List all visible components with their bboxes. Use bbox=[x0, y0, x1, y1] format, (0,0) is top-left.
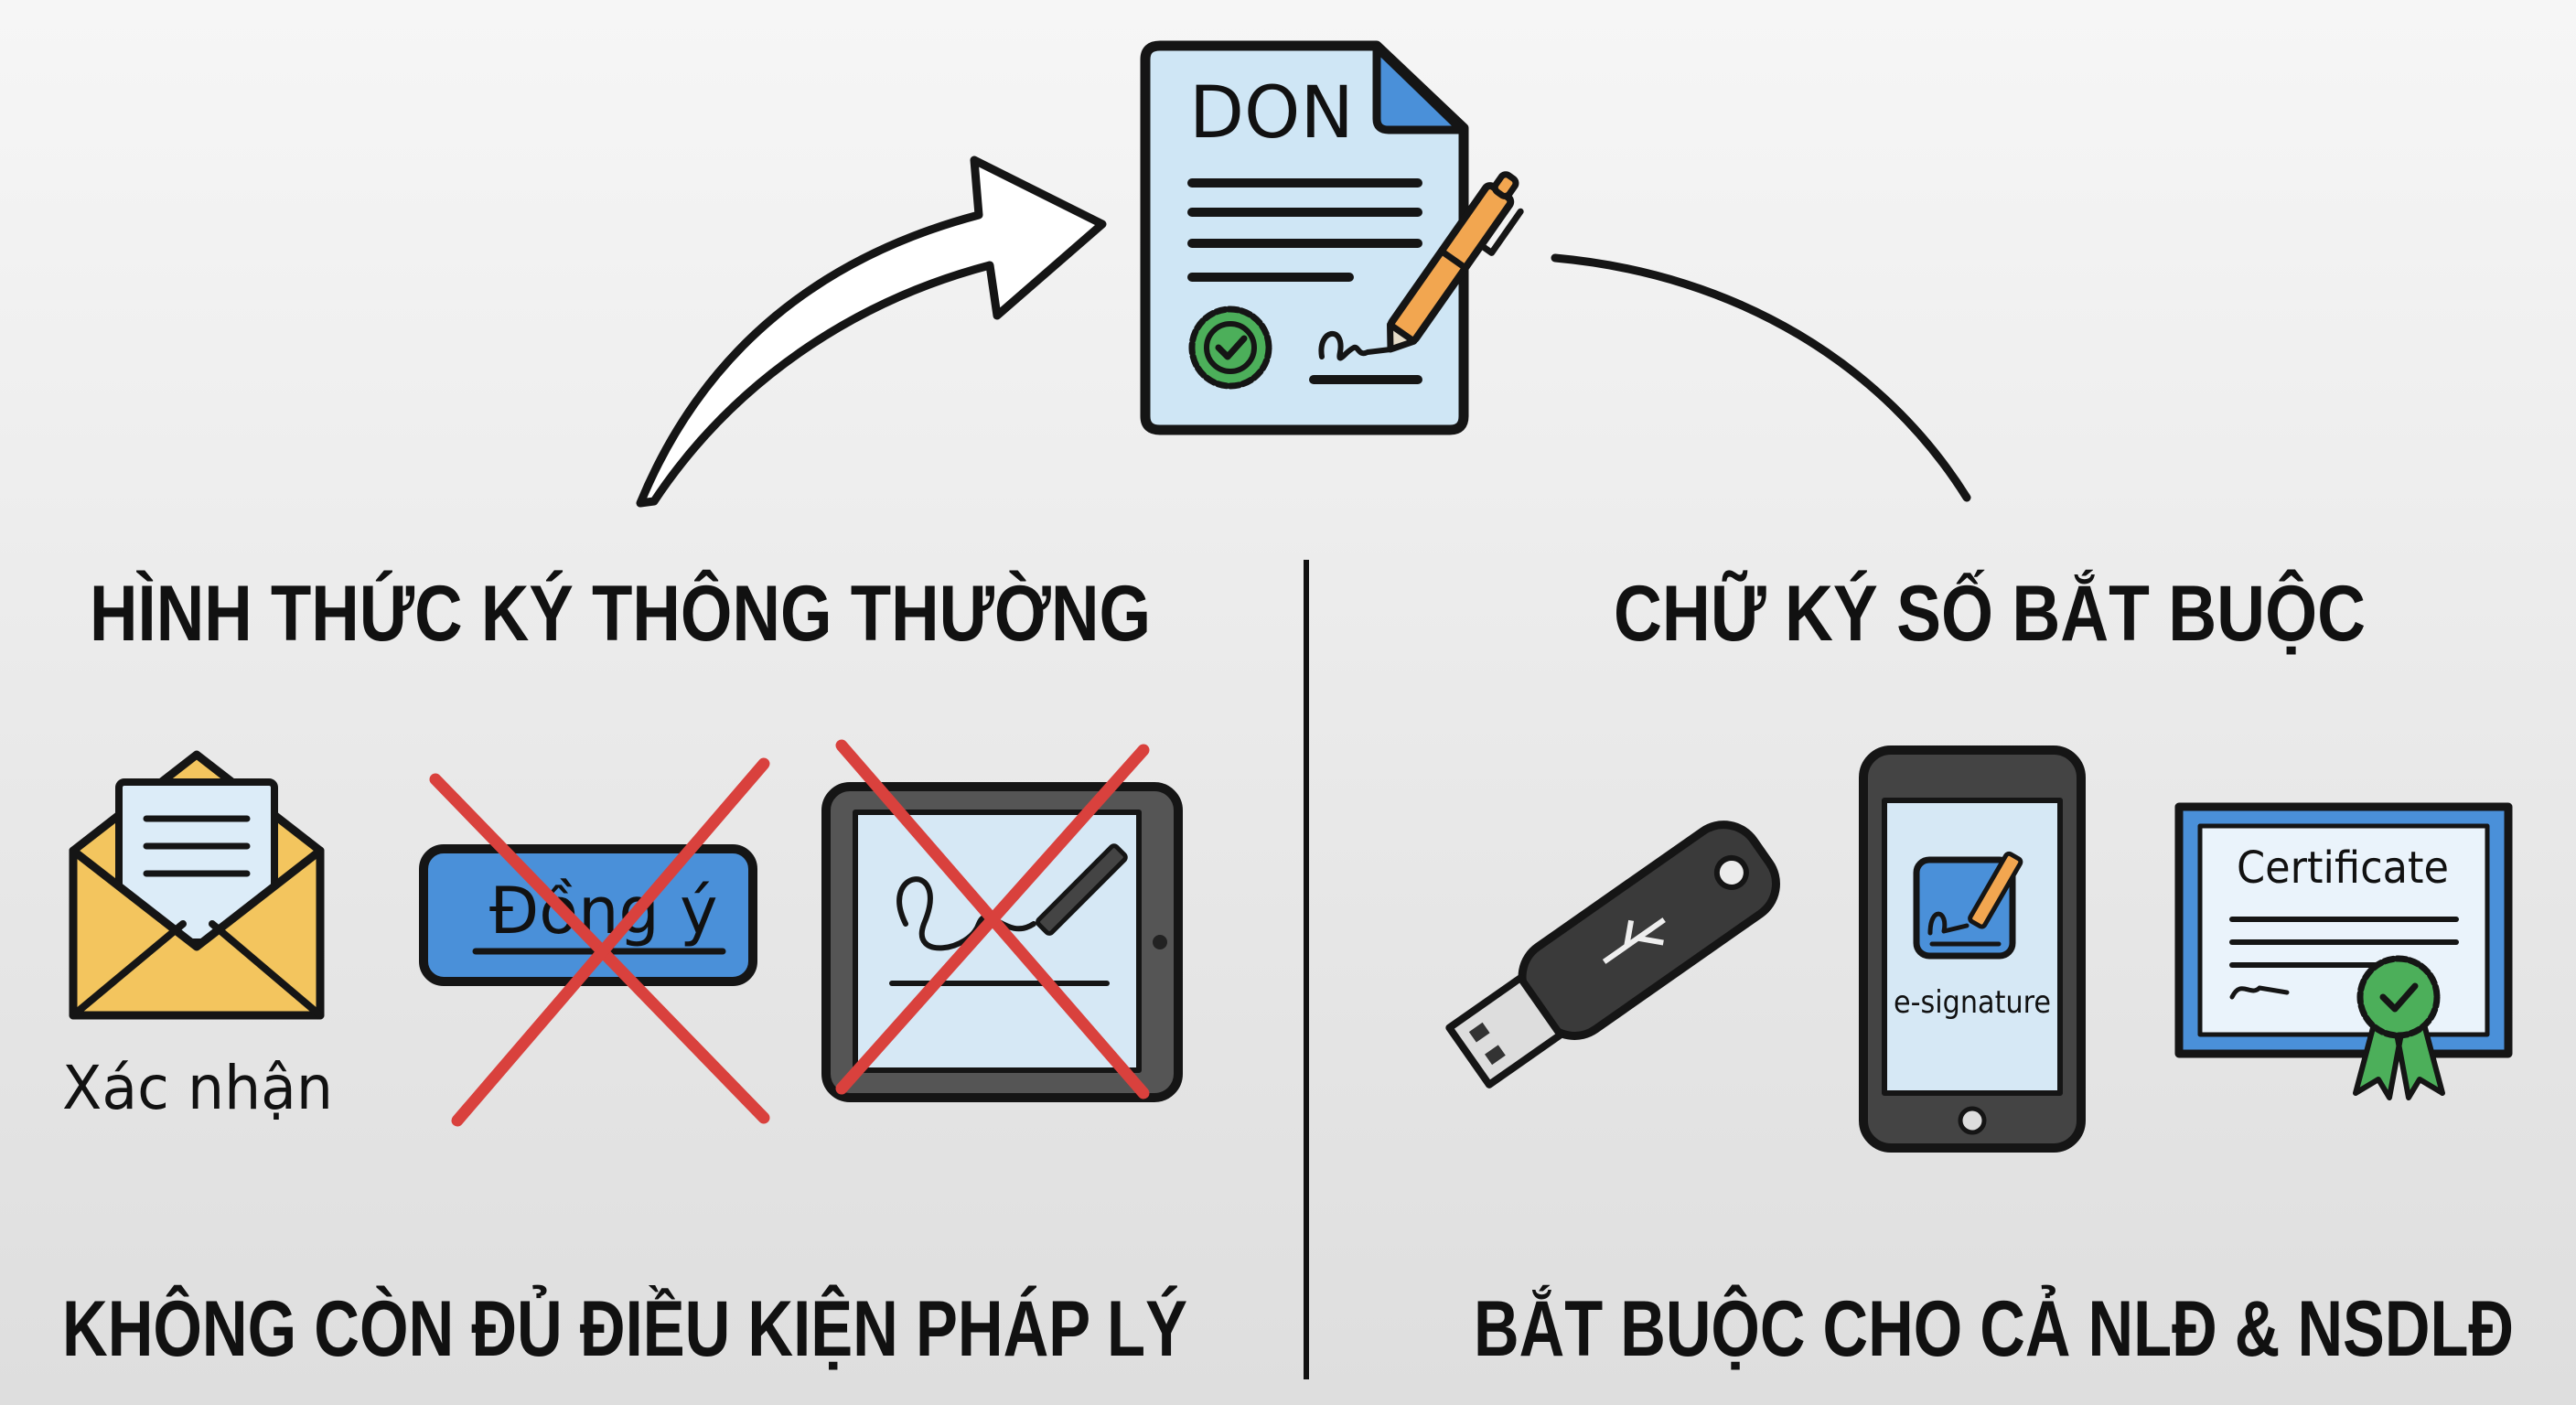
usb-token-icon bbox=[1445, 820, 1780, 1089]
envelope-icon bbox=[69, 750, 325, 1020]
document-lines bbox=[1187, 178, 1422, 384]
approval-seal-icon bbox=[1188, 306, 1272, 390]
document-title: DON bbox=[1189, 72, 1354, 155]
red-cross-icon bbox=[835, 739, 1150, 1099]
phone-esignature-icon: e-signature bbox=[1859, 745, 2086, 1153]
phone-label: e-signature bbox=[1894, 984, 2051, 1021]
left-heading: HÌNH THỨC KÝ THÔNG THƯỜNG bbox=[90, 570, 1151, 658]
envelope-label: Xác nhận bbox=[62, 1053, 333, 1123]
right-heading: CHỮ KÝ SỐ BẮT BUỘC bbox=[1614, 570, 2366, 658]
left-footer: KHÔNG CÒN ĐỦ ĐIỀU KIỆN PHÁP LÝ bbox=[62, 1285, 1187, 1373]
pen-icon bbox=[1387, 171, 1524, 353]
curved-arrow-icon bbox=[636, 156, 1107, 508]
right-footer: BẮT BUỘC CHO CẢ NLĐ & NSDLĐ bbox=[1474, 1285, 2514, 1373]
tablet-signature-crossed bbox=[821, 739, 1183, 1102]
certificate-label: Certificate bbox=[2237, 842, 2449, 894]
agree-button-crossed: Đồng ý bbox=[419, 757, 770, 1127]
red-cross-icon bbox=[429, 757, 770, 1127]
curved-line bbox=[1551, 253, 1971, 502]
signature-mark bbox=[1318, 331, 1393, 361]
agree-button-label: Đồng ý bbox=[489, 874, 718, 949]
document-icon: DON bbox=[1140, 40, 1524, 435]
certificate-icon: Certificate bbox=[2174, 802, 2513, 1100]
